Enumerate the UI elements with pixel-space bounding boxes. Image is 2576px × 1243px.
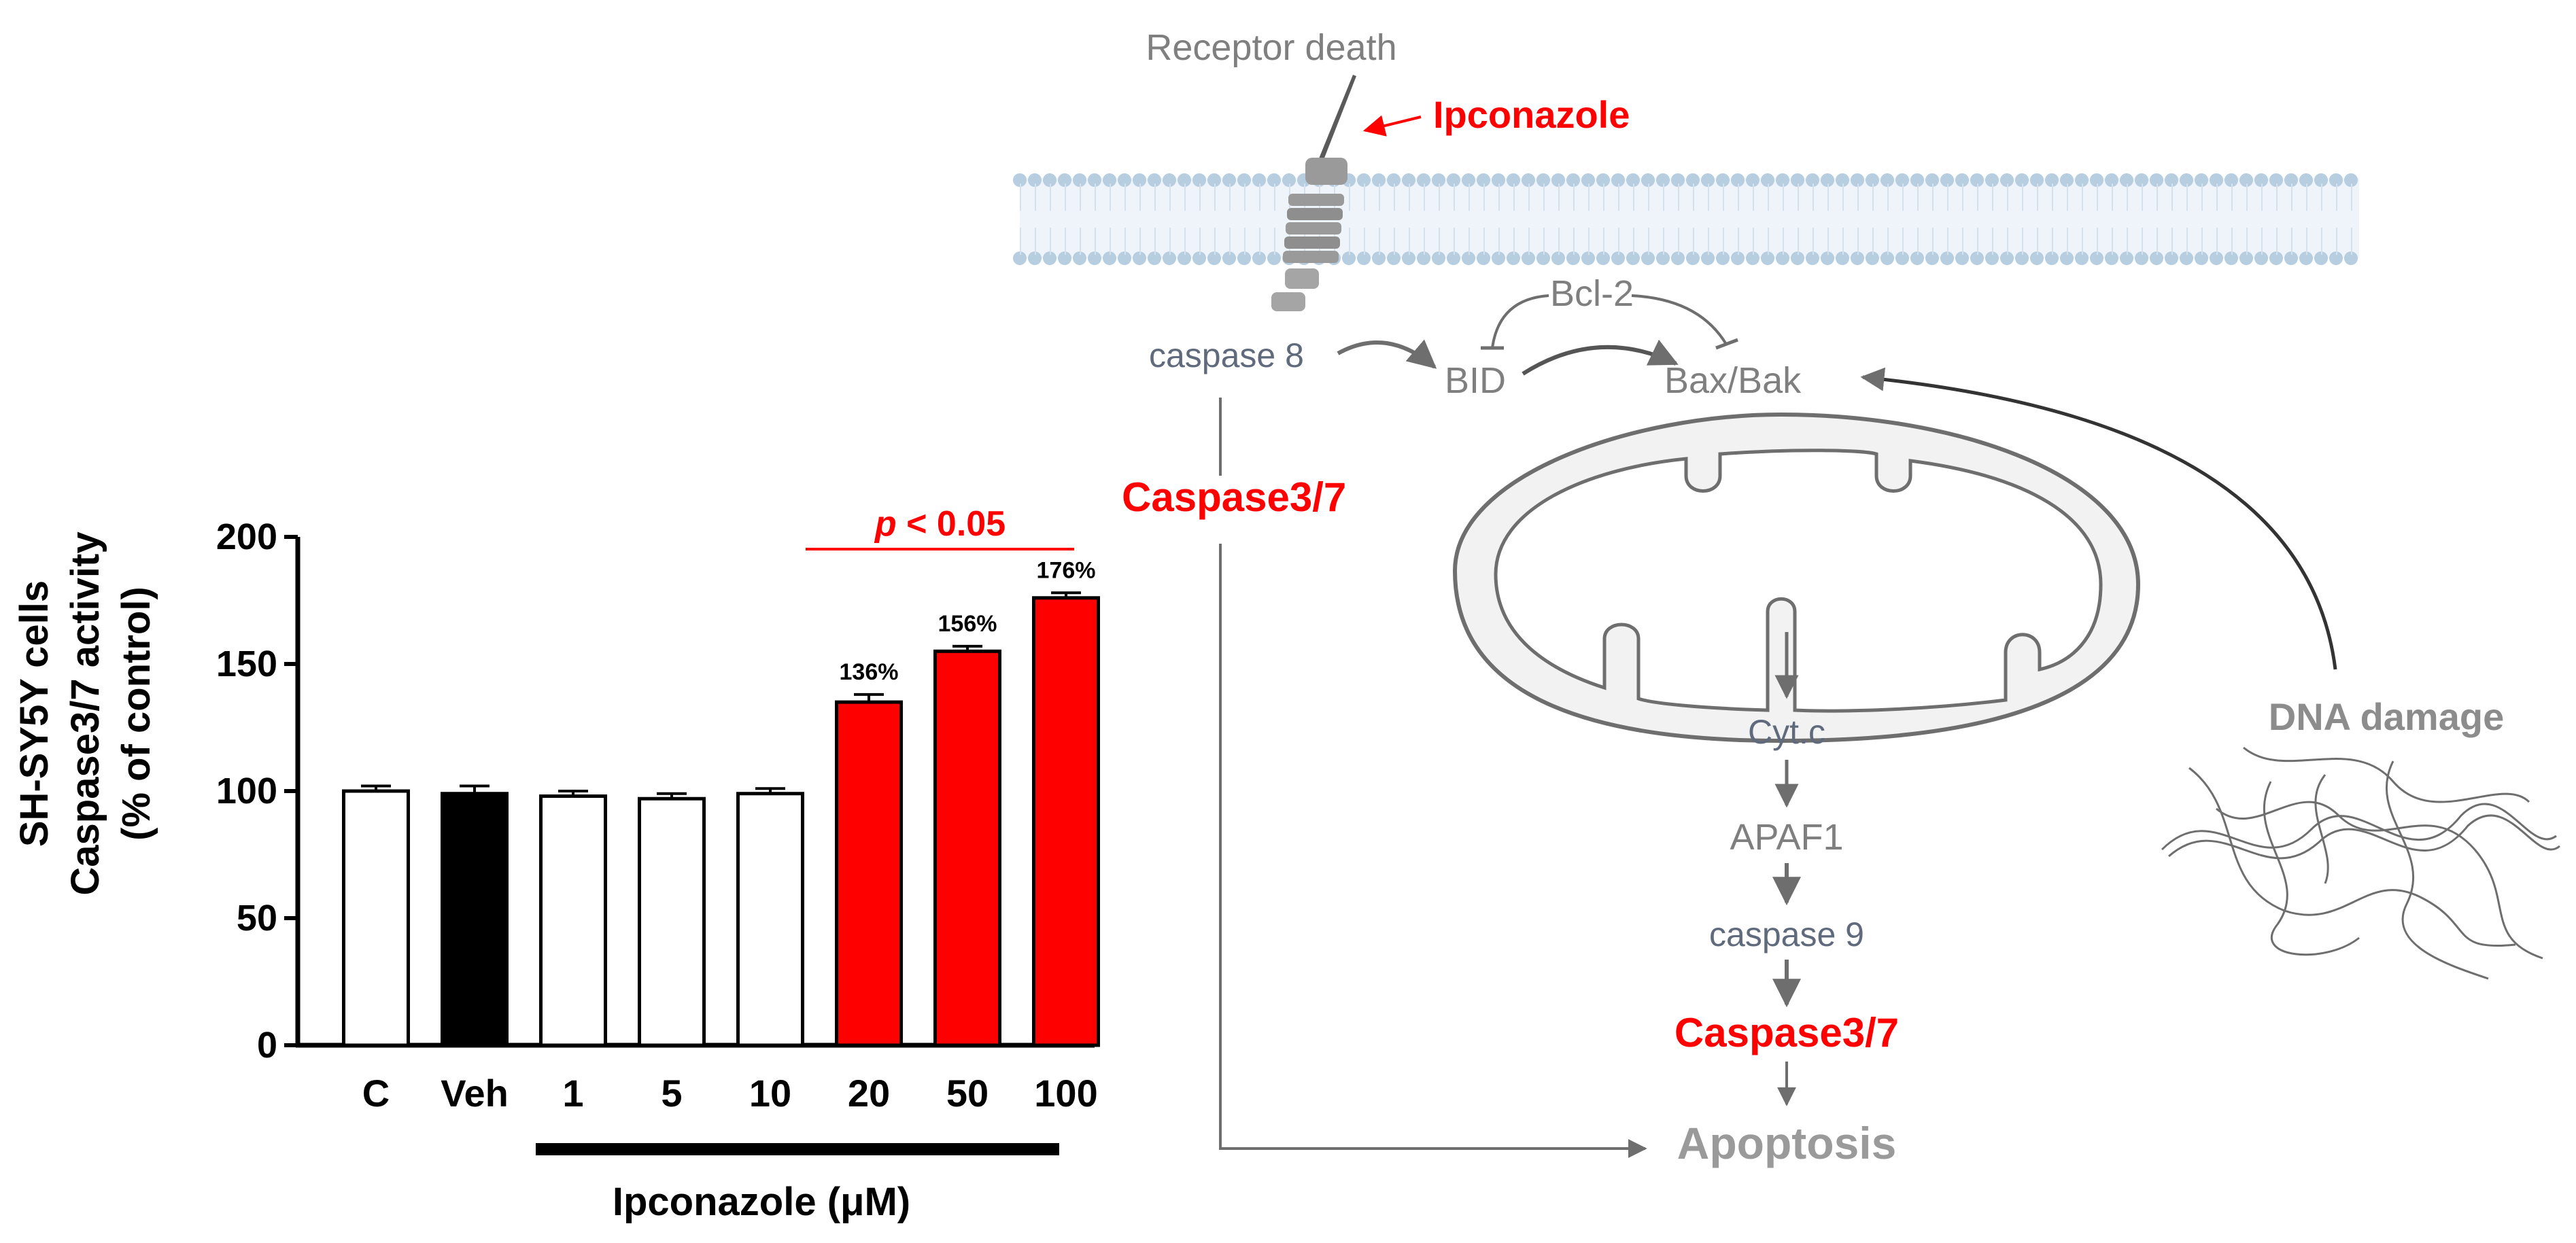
apoptosis-label: Apoptosis bbox=[1677, 1118, 1897, 1168]
bar-5 bbox=[638, 796, 706, 1047]
bar-series: 136% 156% 176% bbox=[342, 557, 1100, 1047]
receptor-stalk bbox=[1318, 75, 1356, 163]
dna-strand-3 bbox=[2188, 767, 2516, 947]
caspase37-main-label: Caspase3/7 bbox=[1675, 1010, 1899, 1055]
apaf1-label: APAF1 bbox=[1730, 817, 1843, 858]
bcl2-label: Bcl-2 bbox=[1550, 273, 1634, 314]
bcl2-inhibit-bar-bax bbox=[1715, 338, 1738, 350]
y-axis-title-line-3: (% of control) bbox=[114, 587, 158, 841]
mitochondrion bbox=[1452, 412, 2141, 743]
bid-label: BID bbox=[1445, 360, 1506, 401]
receptor-head bbox=[1305, 158, 1347, 185]
dna-strand-7 bbox=[2385, 760, 2489, 980]
dna-strands-illustration bbox=[2161, 746, 2560, 980]
bar-1 bbox=[539, 794, 607, 1047]
bar-C bbox=[342, 789, 410, 1047]
caspase9-label: caspase 9 bbox=[1709, 915, 1864, 953]
receptor-segment-2 bbox=[1287, 208, 1343, 220]
dna-strand-1 bbox=[2161, 803, 2557, 851]
data-label-50: 156% bbox=[938, 611, 997, 637]
y-tick-label: 150 bbox=[216, 644, 277, 684]
dna-strand-2 bbox=[2168, 814, 2560, 860]
y-axis-title-line-2: Caspase3/7 activity bbox=[63, 531, 107, 895]
receptor-domain-2 bbox=[1271, 292, 1305, 311]
caspase37-to-apoptosis-arrow bbox=[1219, 544, 1647, 1158]
data-label-20: 136% bbox=[840, 659, 899, 685]
x-tick-label-1: 1 bbox=[562, 1072, 583, 1115]
y-tick-label: 50 bbox=[237, 898, 277, 939]
y-tick-label: 0 bbox=[257, 1025, 277, 1066]
x-tick-label-5: 5 bbox=[661, 1072, 682, 1115]
receptor-segment-5 bbox=[1283, 251, 1339, 263]
dna-damage-to-bax-arrow bbox=[1860, 367, 2337, 670]
x-tick-label-50: 50 bbox=[946, 1072, 989, 1115]
bar-50 bbox=[933, 649, 1001, 1047]
bar-Veh bbox=[441, 792, 509, 1047]
data-label-100: 176% bbox=[1037, 557, 1096, 583]
dna-strand-8 bbox=[2314, 774, 2329, 884]
receptor-segment-4 bbox=[1284, 237, 1340, 249]
cytc-label: Cyt.c bbox=[1748, 713, 1825, 751]
dna-damage-label: DNA damage bbox=[2269, 695, 2504, 738]
significance-threshold: < 0.05 bbox=[897, 504, 1006, 544]
bid-to-bax-arrow bbox=[1522, 339, 1679, 376]
bar-chart: SH-SY5Y cells Caspase3/7 activity (% of … bbox=[12, 504, 1100, 1224]
x-tick-label-Veh: Veh bbox=[441, 1072, 509, 1115]
dna-strand-6 bbox=[2263, 781, 2360, 956]
ipconazole-label: Ipconazole bbox=[1433, 93, 1630, 136]
receptor-segment-3 bbox=[1286, 222, 1341, 234]
mito-inner-membrane bbox=[1494, 449, 2103, 713]
x-tick-label-10: 10 bbox=[749, 1072, 791, 1115]
receptor-death-label: Receptor death bbox=[1146, 27, 1396, 68]
y-axis-ticks: 0 50 100 150 200 bbox=[216, 517, 298, 1066]
caspase37-left-label: Caspase3/7 bbox=[1122, 474, 1346, 520]
bar-20 bbox=[835, 700, 903, 1047]
ipconazole-group-bar bbox=[536, 1143, 1059, 1155]
bcl2-inhibits-bid bbox=[1491, 294, 1549, 349]
bar-10 bbox=[736, 792, 804, 1047]
x-tick-label-20: 20 bbox=[848, 1072, 890, 1115]
cell-membrane bbox=[1013, 173, 2366, 265]
y-axis-title: SH-SY5Y cells Caspase3/7 activity (% of … bbox=[12, 531, 158, 895]
y-axis-title-line-1: SH-SY5Y cells bbox=[12, 580, 56, 847]
x-tick-label-C: C bbox=[362, 1072, 390, 1115]
receptor-segment-1 bbox=[1288, 194, 1344, 206]
dna-strand-5 bbox=[2216, 801, 2543, 960]
x-tick-label-100: 100 bbox=[1034, 1072, 1097, 1115]
receptor-domain-1 bbox=[1285, 268, 1319, 289]
bcl2-inhibits-bax bbox=[1631, 294, 1728, 347]
dna-strand-4 bbox=[2243, 746, 2530, 803]
bar-100 bbox=[1032, 596, 1100, 1047]
apoptosis-pathway-diagram: Receptor death Ipconazole caspase 8 Bcl-… bbox=[1013, 27, 2560, 1168]
death-receptor bbox=[1271, 75, 1356, 311]
bax-bak-label: Bax/Bak bbox=[1664, 360, 1802, 401]
y-tick-label: 100 bbox=[216, 771, 277, 811]
caspase8-label: caspase 8 bbox=[1149, 336, 1304, 374]
significance-label: p < 0.05 bbox=[874, 504, 1006, 544]
membrane-band bbox=[1020, 178, 2359, 258]
ipconazole-arrow bbox=[1362, 115, 1422, 137]
x-category-labels: C Veh 1 5 10 20 50 100 bbox=[362, 1072, 1098, 1115]
significance-p: p bbox=[874, 504, 897, 544]
x-axis-title: Ipconazole (μM) bbox=[613, 1180, 910, 1224]
caspase8-to-bid-arrow bbox=[1337, 339, 1437, 369]
y-tick-label: 200 bbox=[216, 517, 277, 557]
